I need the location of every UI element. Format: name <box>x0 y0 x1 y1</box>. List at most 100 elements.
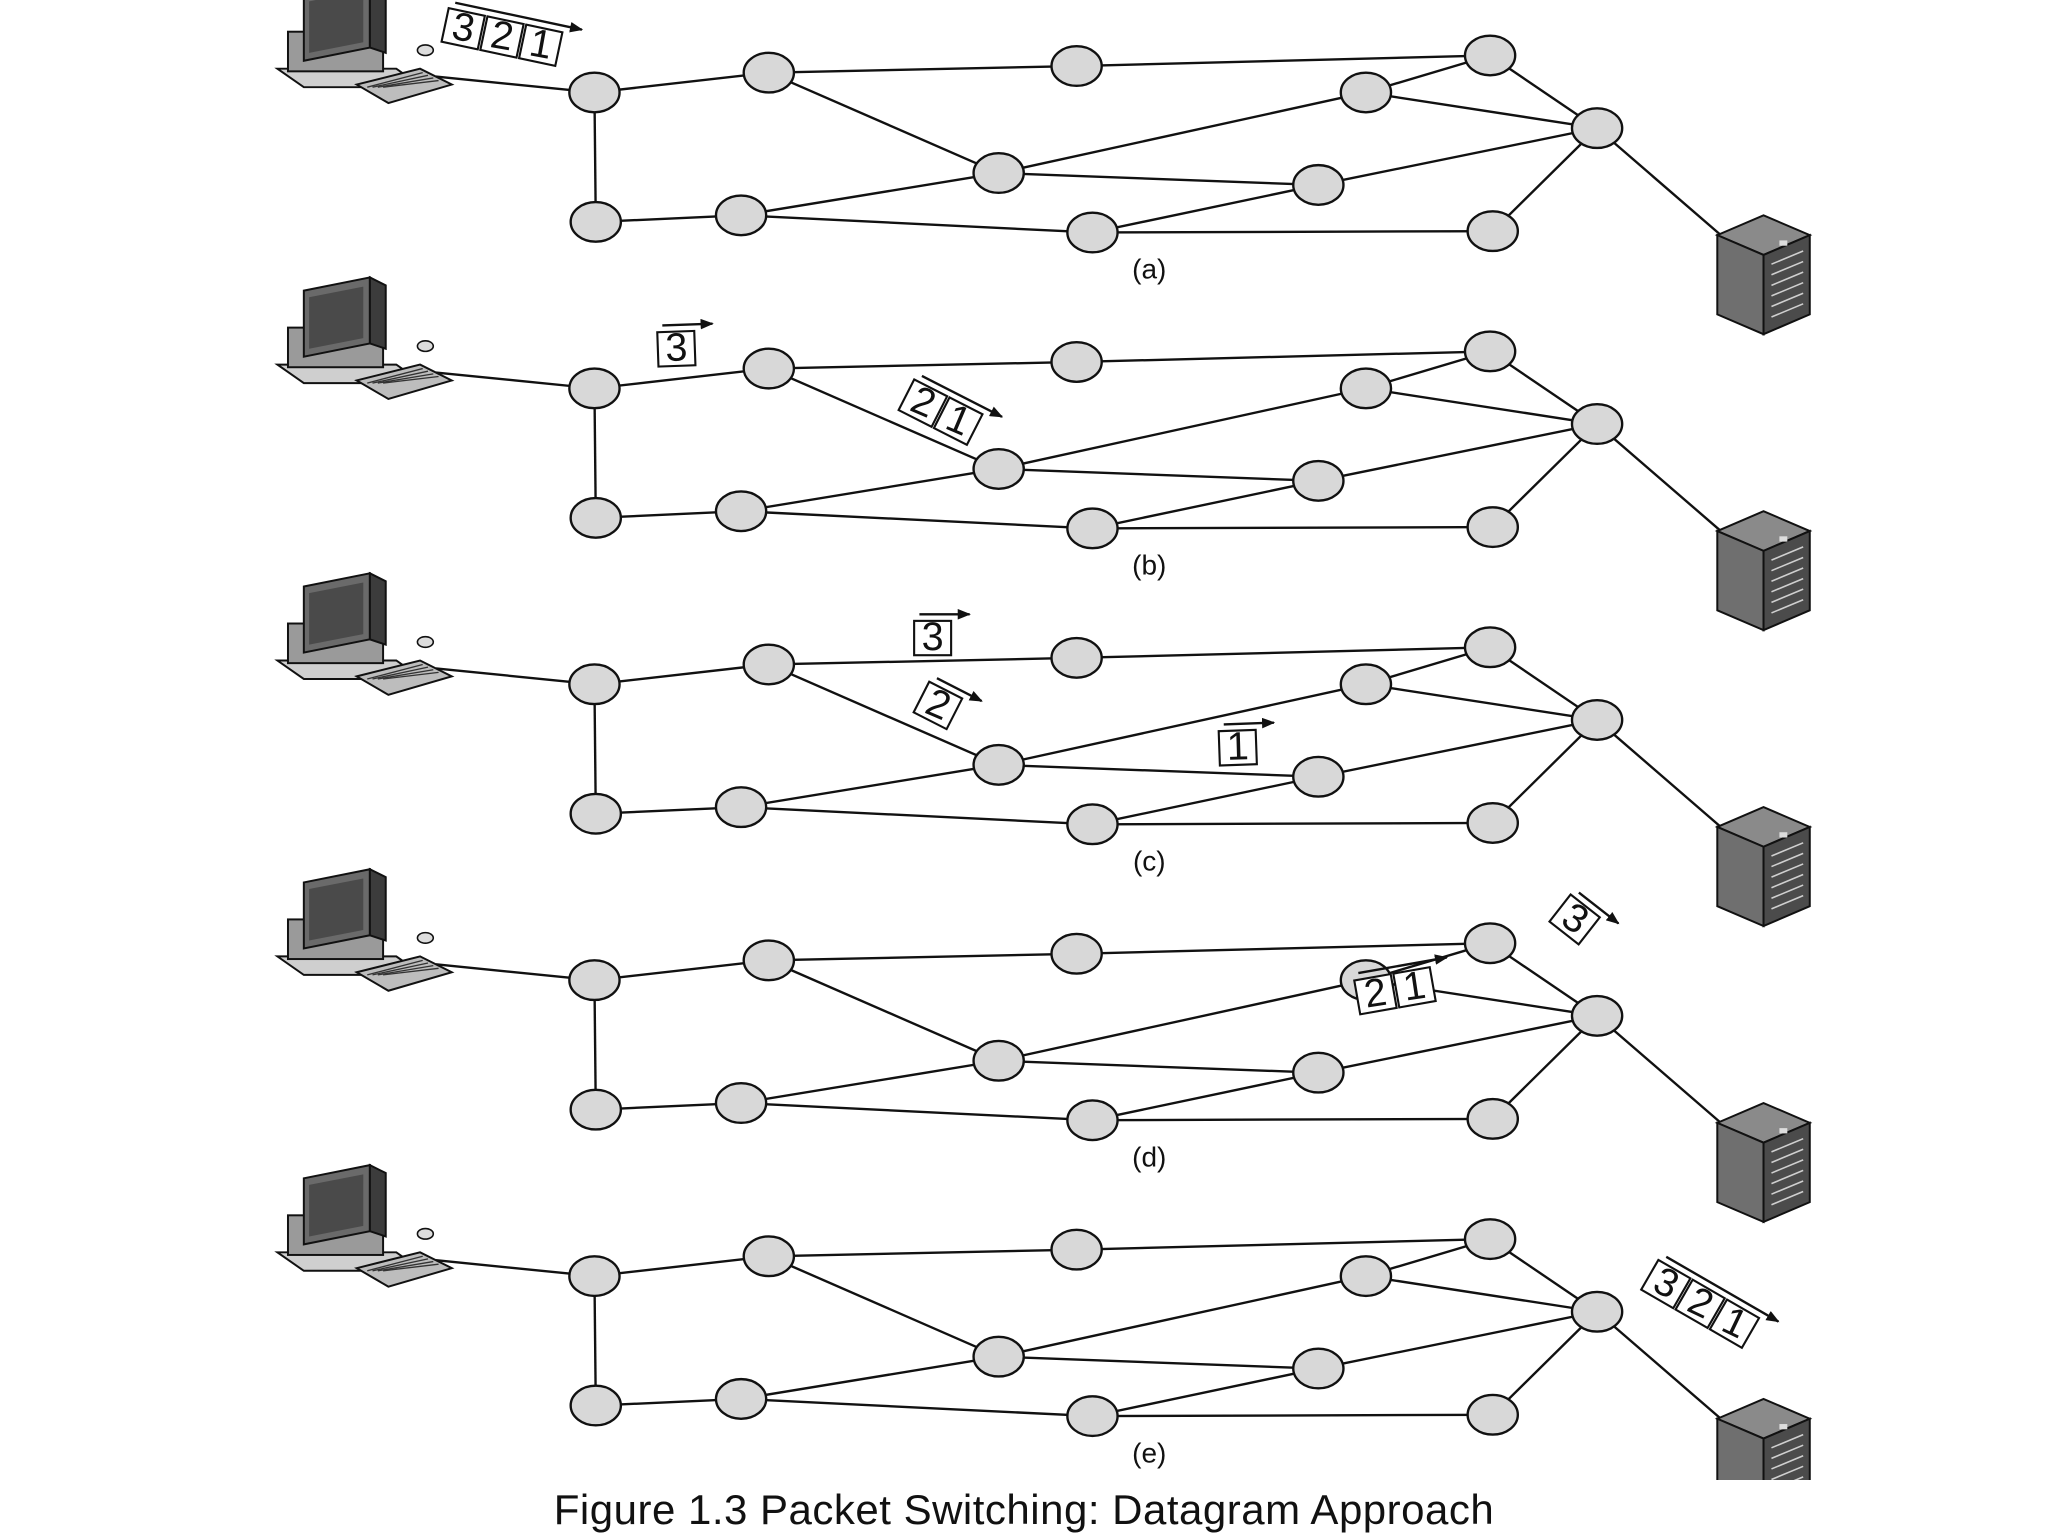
server-link <box>1596 423 1725 535</box>
switching-node <box>569 1088 623 1131</box>
packet-box <box>1674 1278 1727 1330</box>
network-link <box>1318 1310 1598 1370</box>
network-link <box>1076 646 1491 660</box>
switching-node <box>742 347 796 390</box>
host-computer-icon <box>274 571 455 696</box>
network-link <box>998 683 1367 767</box>
network-link <box>1076 350 1491 364</box>
figure-caption: Figure 1.3 Packet Switching: Datagram Ap… <box>553 1486 1495 1533</box>
packet-box <box>913 619 953 657</box>
panel-e: 321(e) <box>274 1163 1813 1480</box>
switching-node <box>742 643 796 686</box>
network-link <box>768 1255 1000 1358</box>
host-computer-icon <box>274 275 455 401</box>
network-link <box>741 805 1093 826</box>
direction-arrow <box>921 374 1004 418</box>
switching-node <box>1570 107 1624 150</box>
switching-node <box>1292 459 1345 502</box>
packet-box <box>912 680 964 731</box>
switching-node <box>1463 34 1517 77</box>
switching-node <box>568 959 621 1002</box>
network-link <box>768 1248 1077 1258</box>
network-link <box>1491 423 1598 528</box>
panel-label: (d) <box>1132 1141 1166 1172</box>
server-icon <box>1714 806 1813 928</box>
switching-node <box>972 1335 1025 1378</box>
network-link <box>593 92 597 222</box>
network-link <box>998 91 1367 175</box>
network-link <box>594 959 769 982</box>
packet-number: 3 <box>922 615 944 659</box>
packet-box <box>656 329 697 368</box>
network-link <box>1365 683 1598 722</box>
network-link <box>998 1274 1367 1358</box>
network-link <box>1491 1310 1598 1416</box>
network-link <box>1092 229 1493 234</box>
host-computer-icon <box>274 1163 455 1288</box>
switching-node <box>1463 922 1517 965</box>
switching-node <box>714 490 768 533</box>
switching-node <box>569 496 623 539</box>
network-link <box>741 214 1093 234</box>
packet-box <box>1392 965 1437 1009</box>
network-link <box>593 1276 597 1406</box>
network-link <box>768 952 1077 962</box>
host-link <box>435 667 595 686</box>
switching-node <box>568 71 621 114</box>
switching-node <box>1050 1228 1103 1271</box>
host-link <box>435 963 595 982</box>
network-link <box>594 71 769 94</box>
network-link <box>740 171 999 217</box>
switching-node <box>568 663 621 706</box>
panel-label: (c) <box>1133 846 1166 877</box>
packet-box <box>1217 728 1258 767</box>
network-link <box>741 1101 1093 1122</box>
server-icon <box>1714 1101 1813 1224</box>
network-link <box>1365 387 1598 426</box>
switching-node <box>569 1384 623 1427</box>
switching-node <box>1050 45 1103 88</box>
switching-node <box>1339 663 1393 706</box>
network-link <box>1092 1071 1319 1122</box>
switching-node <box>1066 1395 1119 1438</box>
network-link <box>998 1355 1319 1370</box>
packet-group: 2 <box>912 677 983 731</box>
packet-group: 3 <box>656 318 714 370</box>
switching-node <box>1466 801 1520 844</box>
switching-node <box>714 194 768 237</box>
network-link <box>594 1255 769 1278</box>
network-link <box>593 388 597 518</box>
switching-node <box>714 786 768 829</box>
packet-box <box>1548 893 1602 946</box>
direction-arrow <box>1358 954 1449 975</box>
panel-c: 3 2 1 (c) <box>274 571 1813 928</box>
packet-box <box>932 396 984 447</box>
network-link <box>594 367 769 390</box>
network-link <box>1318 422 1598 483</box>
direction-arrow <box>662 318 714 330</box>
host-link <box>435 371 595 390</box>
host-computer-icon <box>274 867 455 992</box>
packet-box <box>1353 972 1398 1016</box>
network-link <box>768 64 1077 74</box>
network-link <box>768 360 1077 370</box>
server-link <box>1596 719 1725 831</box>
network-link <box>740 467 999 513</box>
network-link <box>998 763 1319 778</box>
switching-node <box>742 51 796 94</box>
network-link <box>1092 479 1319 530</box>
network-link <box>998 467 1319 483</box>
switching-node <box>1466 506 1520 549</box>
packet-number: 3 <box>665 325 688 370</box>
switching-node <box>568 367 621 410</box>
packet-group: 1 <box>1217 717 1276 769</box>
switching-node <box>1570 994 1624 1037</box>
switching-node <box>714 1082 768 1125</box>
packet-group: 21 <box>897 374 1004 447</box>
switching-node <box>1463 1218 1517 1261</box>
